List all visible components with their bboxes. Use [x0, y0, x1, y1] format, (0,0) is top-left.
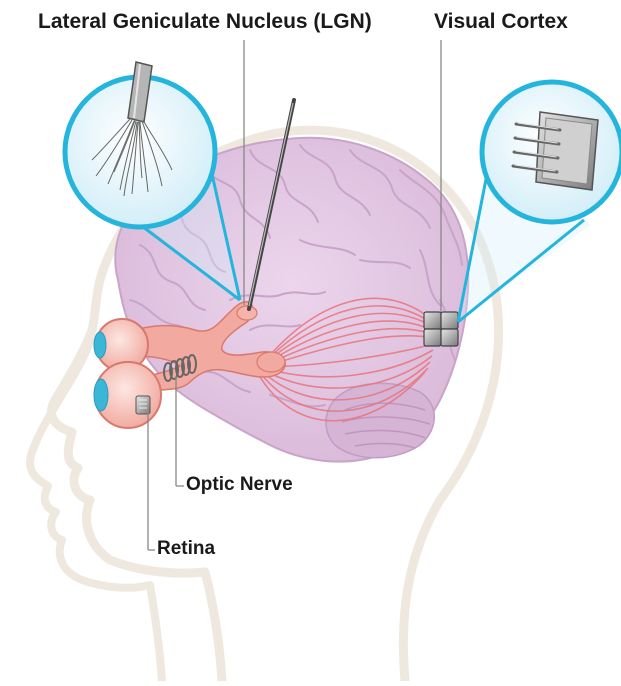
callout-circle-right — [482, 82, 621, 222]
label-optic-nerve: Optic Nerve — [186, 474, 293, 496]
callout-circle-left — [65, 62, 215, 227]
eye-front — [94, 362, 161, 428]
label-retina: Retina — [157, 538, 215, 560]
label-visual-cortex: Visual Cortex — [434, 10, 568, 34]
retinal-implant-icon — [136, 396, 150, 414]
label-lgn: Lateral Geniculate Nucleus (LGN) — [38, 10, 372, 34]
